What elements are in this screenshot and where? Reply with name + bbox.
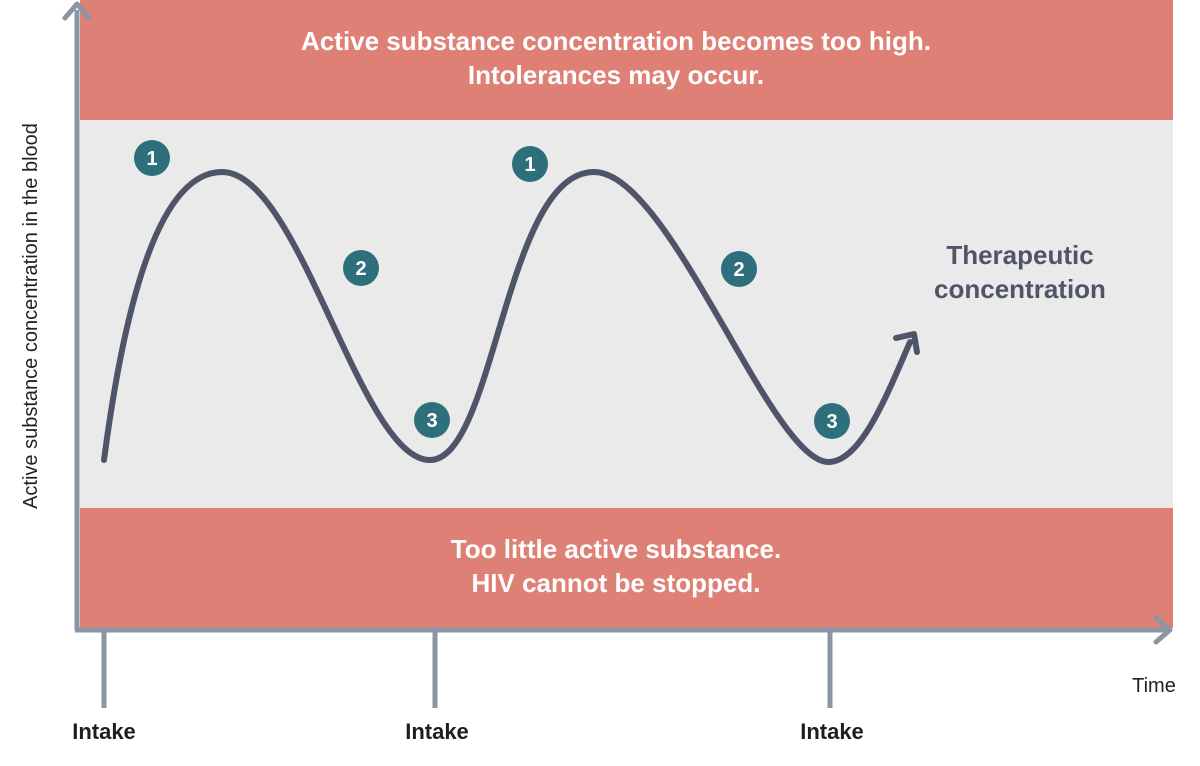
therapeutic-label-line2: concentration — [934, 274, 1106, 304]
too-low-band — [80, 508, 1173, 628]
x-axis-label: Time — [1132, 675, 1176, 697]
svg-text:1: 1 — [146, 148, 157, 170]
intake-label-2: Intake — [405, 719, 469, 744]
therapeutic-label-line1: Therapeutic — [946, 240, 1093, 270]
svg-text:3: 3 — [426, 410, 437, 432]
phase-marker-3a: 3 — [414, 402, 450, 438]
phase-marker-3b: 3 — [814, 403, 850, 439]
too-high-text-line1: Active substance concentration becomes t… — [301, 26, 931, 56]
curve-arrowhead — [893, 331, 920, 355]
phase-marker-1b: 1 — [512, 146, 548, 182]
svg-text:2: 2 — [733, 259, 744, 281]
svg-text:1: 1 — [524, 154, 535, 176]
too-high-band — [80, 0, 1173, 120]
concentration-curve — [101, 168, 913, 466]
phase-marker-1a: 1 — [134, 140, 170, 176]
intake-label-1: Intake — [72, 719, 136, 744]
too-low-text-line1: Too little active substance. — [451, 534, 781, 564]
too-high-text-line2: Intolerances may occur. — [468, 60, 764, 90]
intake-label-3: Intake — [800, 719, 864, 744]
phase-marker-2a: 2 — [343, 250, 379, 286]
svg-text:2: 2 — [355, 258, 366, 280]
x-axis-arrowhead — [1153, 615, 1173, 645]
svg-text:3: 3 — [826, 411, 837, 433]
too-low-text-line2: HIV cannot be stopped. — [472, 568, 761, 598]
phase-marker-2b: 2 — [721, 251, 757, 287]
y-axis-arrowhead — [62, 1, 92, 21]
y-axis-label: Active substance concentration in the bl… — [20, 123, 42, 509]
